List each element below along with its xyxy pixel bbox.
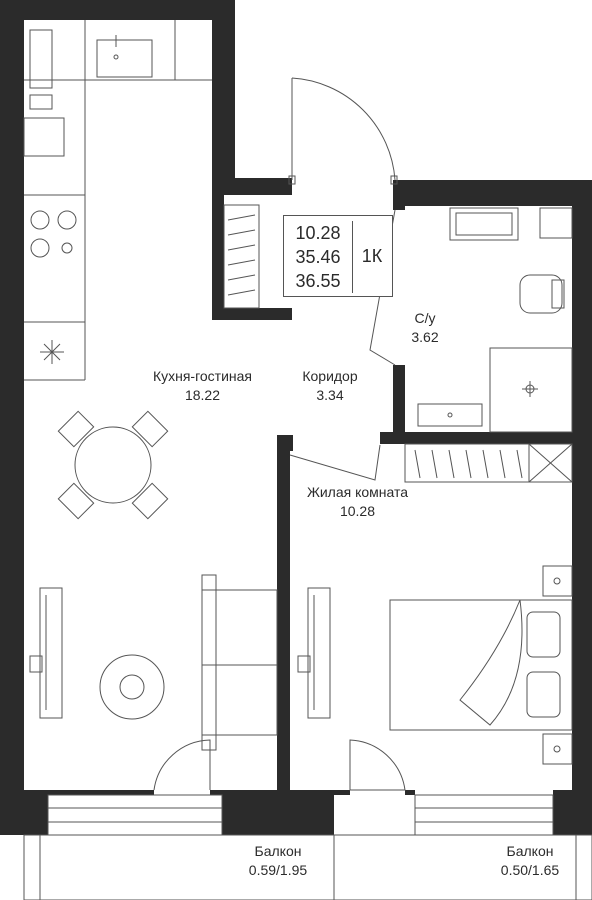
blanket-icon bbox=[459, 599, 523, 726]
room-area: 3.62 bbox=[411, 329, 439, 345]
sofa-icon bbox=[201, 589, 278, 736]
wall-wardrobe-bottom bbox=[212, 308, 292, 320]
wall-wardrobe-left bbox=[212, 178, 224, 320]
area-numbers: 10.28 35.46 36.55 bbox=[284, 221, 353, 293]
lamp-icon bbox=[553, 577, 561, 585]
room-name: Жилая комната bbox=[306, 484, 409, 500]
appliance-icon bbox=[29, 94, 53, 110]
wardrobe-cross bbox=[528, 443, 573, 483]
wall-partition bbox=[277, 435, 290, 790]
wall-kitchen-right bbox=[212, 0, 235, 195]
nightstand-icon bbox=[542, 733, 573, 765]
door-hinge bbox=[288, 175, 296, 185]
dining-table-icon bbox=[74, 426, 152, 504]
rug-icon bbox=[99, 654, 165, 720]
hangers-icon bbox=[227, 214, 256, 296]
fridge-icon bbox=[29, 29, 53, 89]
room-name: Балкон bbox=[254, 843, 302, 859]
wall-sill-1b bbox=[210, 790, 222, 795]
balcony-door-1-icon bbox=[153, 739, 211, 791]
lamp-icon bbox=[553, 745, 561, 753]
room-name: С/у bbox=[414, 310, 436, 326]
burner-icon bbox=[30, 210, 50, 230]
door-hinge bbox=[390, 175, 398, 185]
bedroom-wardrobe-icon bbox=[404, 443, 530, 483]
room-area: 0.50/1.65 bbox=[500, 862, 560, 878]
wall-entry-top bbox=[212, 178, 292, 195]
total-area-value: 35.46 bbox=[295, 247, 341, 267]
window-kitchen bbox=[47, 794, 223, 836]
balcony-door-2-icon bbox=[349, 739, 406, 791]
total-area-with-balcony-value: 36.55 bbox=[295, 271, 341, 291]
wardrobe-cross-box bbox=[528, 443, 573, 483]
wall-bath-left-top bbox=[393, 180, 405, 210]
wall-sill-2a bbox=[290, 790, 350, 795]
walls bbox=[0, 0, 592, 835]
nightstand-icon bbox=[542, 565, 573, 597]
wall-bath-bottom bbox=[380, 432, 592, 444]
bed-icon bbox=[389, 599, 573, 731]
washing-machine-inner bbox=[455, 212, 513, 236]
room-area: 10.28 bbox=[339, 503, 376, 519]
balcony-outline-2 bbox=[333, 834, 592, 900]
pillow-icon bbox=[526, 611, 561, 658]
tv-base bbox=[29, 655, 43, 673]
toilet-icon bbox=[519, 274, 563, 314]
window-bedroom bbox=[414, 794, 554, 836]
tv-stand-icon bbox=[39, 587, 63, 719]
sink-icon bbox=[96, 39, 153, 78]
bath-drain-icon bbox=[447, 412, 453, 418]
wall-partition-top bbox=[277, 435, 293, 451]
room-label-bedroom: Жилая комната 10.28 bbox=[290, 483, 425, 521]
dishwasher-icon bbox=[23, 117, 65, 157]
room-area: 18.22 bbox=[184, 387, 221, 403]
room-name: Коридор bbox=[302, 368, 358, 384]
bath-sink-icon bbox=[417, 403, 483, 427]
pillow-icon bbox=[526, 671, 561, 718]
shower-icon bbox=[489, 347, 573, 433]
wall-bottom-right bbox=[553, 790, 592, 835]
chairs-icon bbox=[57, 410, 169, 520]
burner-icon bbox=[30, 238, 50, 258]
room-label-balcony-2: Балкон 0.50/1.65 bbox=[485, 842, 575, 880]
cabinet-icon bbox=[539, 207, 573, 239]
room-label-balcony-1: Балкон 0.59/1.95 bbox=[233, 842, 323, 880]
tv-stand-icon bbox=[307, 587, 331, 719]
sofa-arm bbox=[201, 734, 217, 751]
wall-bath-top bbox=[395, 180, 592, 206]
living-area-value: 10.28 bbox=[295, 223, 341, 243]
room-label-corridor: Коридор 3.34 bbox=[290, 367, 370, 405]
wall-bath-left-bottom bbox=[393, 365, 405, 440]
room-name: Кухня-гостиная bbox=[152, 368, 253, 384]
area-summary-box: 10.28 35.46 36.55 1К bbox=[283, 215, 393, 297]
washing-machine-icon bbox=[449, 207, 519, 241]
wall-top-left bbox=[0, 0, 235, 20]
room-name: Балкон bbox=[506, 843, 554, 859]
wall-sill-2b bbox=[405, 790, 415, 795]
wall-bottom-middle bbox=[222, 790, 334, 835]
tv-base bbox=[297, 655, 311, 673]
burner-icon bbox=[61, 242, 73, 254]
hood-icon bbox=[40, 340, 64, 364]
room-label-kitchen: Кухня-гостиная 18.22 bbox=[130, 367, 275, 405]
apartment-type-label: 1К bbox=[361, 245, 383, 266]
sofa-arm bbox=[201, 574, 217, 591]
room-area: 3.34 bbox=[316, 387, 344, 403]
rug-inner-icon bbox=[119, 674, 145, 700]
burner-icon bbox=[57, 210, 77, 230]
room-label-bathroom: С/у 3.62 bbox=[405, 309, 445, 347]
bedroom-door-icon bbox=[289, 444, 381, 481]
toilet-tank bbox=[551, 279, 565, 309]
wall-right bbox=[572, 180, 592, 835]
room-area: 0.59/1.95 bbox=[248, 862, 308, 878]
bedroom-hangers-icon bbox=[414, 449, 523, 479]
fixtures bbox=[23, 20, 592, 900]
drain-icon bbox=[113, 54, 119, 60]
entry-door-icon bbox=[291, 77, 396, 181]
wall-sill-1a bbox=[24, 790, 154, 795]
wall-bottom-left bbox=[0, 790, 48, 835]
wall-left bbox=[0, 0, 24, 835]
